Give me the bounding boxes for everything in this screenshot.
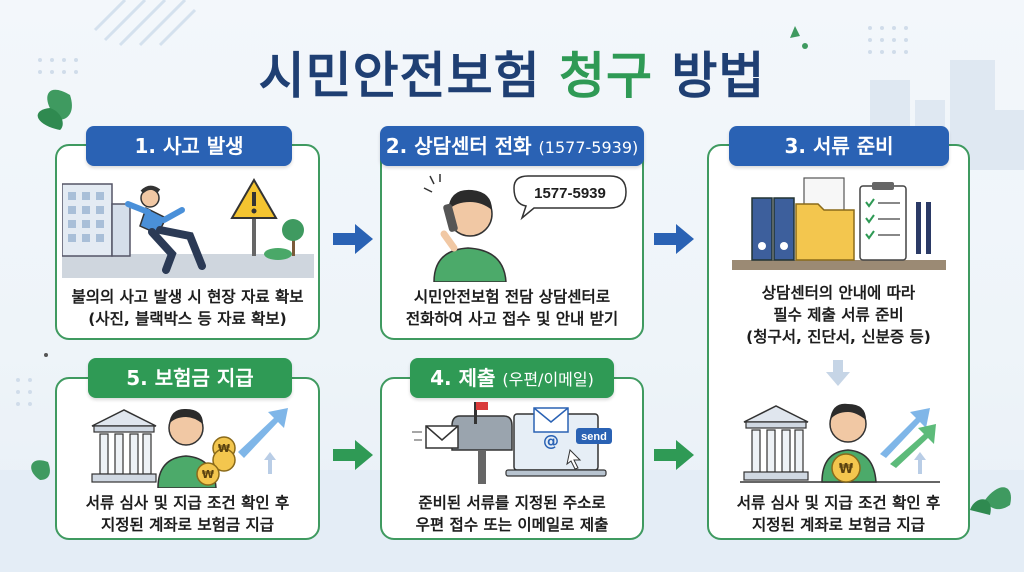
growth-arrow-icon bbox=[880, 408, 936, 474]
speech-bubble: 1577-5939 bbox=[513, 175, 627, 221]
phone-icon bbox=[443, 203, 458, 232]
building-icon bbox=[62, 183, 131, 257]
step-1-description: 불의의 사고 발생 시 현장 자료 확보 (사진, 블랙박스 등 자료 확보) bbox=[71, 288, 304, 328]
page-title: 시민안전보험 청구 방법 bbox=[0, 36, 1024, 108]
submission-illustration: @ send bbox=[412, 402, 612, 484]
title-part3: 방법 bbox=[671, 47, 766, 105]
accident-illustration bbox=[62, 178, 314, 278]
title-part1: 시민안전보험 bbox=[258, 47, 541, 105]
warning-icon bbox=[230, 178, 278, 256]
title-part2: 청구 bbox=[559, 47, 653, 105]
down-arrow bbox=[826, 360, 850, 386]
flow-arrow-4-5 bbox=[333, 440, 373, 470]
coin-icon: ₩ ₩ bbox=[196, 436, 236, 486]
falling-person-icon bbox=[125, 185, 206, 274]
step-3-description: 상담센터의 안내에 따라 필수 제출 서류 준비 (청구서, 진단서, 신분증 … bbox=[746, 284, 931, 346]
step-5-description: 서류 심사 및 지급 조건 확인 후 지정된 계좌로 보험금 지급 bbox=[85, 494, 290, 534]
pen-icon bbox=[916, 202, 931, 254]
documents-illustration bbox=[732, 177, 946, 270]
laptop-icon: @ send bbox=[505, 407, 612, 477]
step-2-label: 2. 상담센터 전화 (1577-5939) bbox=[380, 126, 644, 166]
svg-text:₩: ₩ bbox=[218, 442, 230, 455]
step-3-label: 3. 서류 준비 bbox=[729, 126, 949, 166]
mailbox-icon bbox=[451, 402, 513, 484]
at-icon: @ bbox=[533, 407, 569, 450]
step-4-label: 4. 제출 (우편/이메일) bbox=[410, 358, 614, 398]
bank-icon bbox=[91, 409, 157, 483]
coin-icon: ₩ bbox=[831, 453, 861, 483]
phone-call-illustration: 1577-5939 bbox=[423, 174, 627, 282]
tree-icon bbox=[264, 219, 304, 260]
flow-arrow-4-3 bbox=[654, 440, 694, 470]
flow-arrow-2-3 bbox=[654, 224, 694, 254]
folder-icon bbox=[795, 177, 855, 261]
payout-illustration-right: ₩ bbox=[740, 403, 940, 483]
clipboard-icon bbox=[859, 182, 907, 261]
step-2-description: 시민안전보험 전담 상담센터로 전화하여 사고 접수 및 안내 받기 bbox=[405, 288, 619, 328]
binder-icon bbox=[751, 197, 795, 261]
step-1-label: 1. 사고 발생 bbox=[86, 126, 292, 166]
svg-text:₩: ₩ bbox=[839, 462, 854, 477]
payout-illustration-left: ₩ ₩ bbox=[91, 408, 288, 488]
person-on-phone-icon bbox=[423, 174, 507, 282]
step-4-description: 준비된 서류를 지정된 주소로 우편 접수 또는 이메일로 제출 bbox=[415, 494, 609, 534]
step-5-label: 5. 보험금 지급 bbox=[88, 358, 292, 398]
envelope-icon bbox=[412, 425, 459, 449]
send-label: send bbox=[581, 431, 607, 443]
step-3-payout-description: 서류 심사 및 지급 조건 확인 후 지정된 계좌로 보험금 지급 bbox=[736, 494, 941, 534]
growth-arrow-icon bbox=[238, 408, 288, 474]
phone-number-text: 1577-5939 bbox=[534, 185, 606, 202]
svg-text:@: @ bbox=[543, 431, 559, 450]
svg-text:₩: ₩ bbox=[202, 468, 214, 481]
flow-arrow-1-2 bbox=[333, 224, 373, 254]
bank-icon bbox=[743, 405, 809, 481]
